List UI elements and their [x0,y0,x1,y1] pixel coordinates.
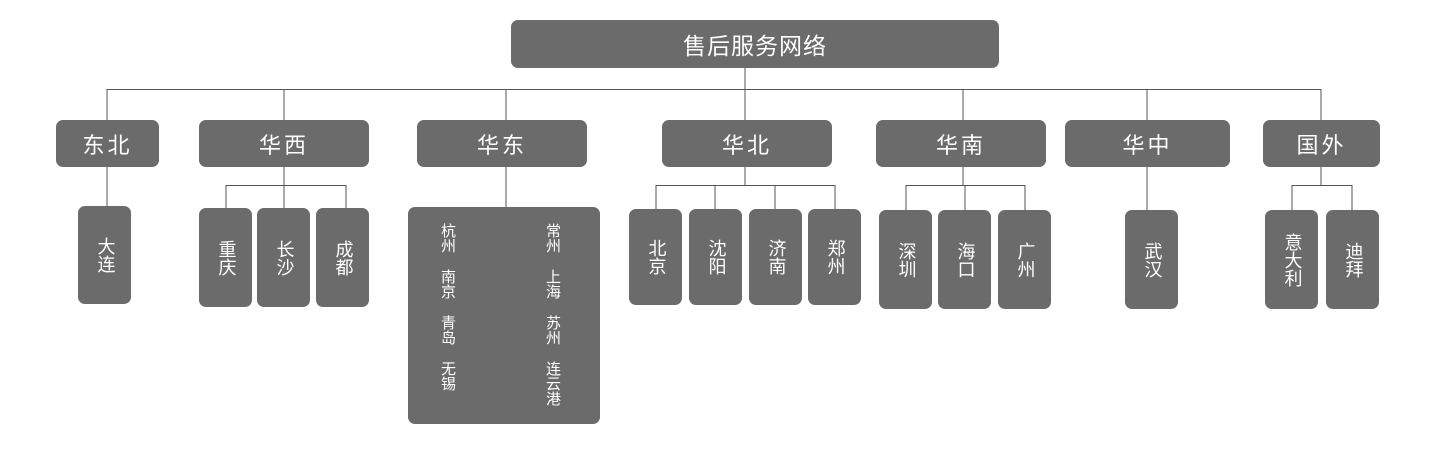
city-column-right: 常州 上海 苏州 连云港 [544,223,562,406]
city-node[interactable]: 深圳 [879,210,932,309]
city-node[interactable]: 重庆 [199,208,252,307]
city-node[interactable]: 北京 [629,209,682,305]
city-label: 杭州 [439,223,457,253]
city-group-huadong[interactable]: 杭州 南京 青岛 无锡 常州 上海 苏州 连云港 [408,207,600,424]
root-node[interactable]: 售后服务网络 [511,20,999,68]
city-node[interactable]: 郑州 [808,209,861,305]
city-node[interactable]: 成都 [316,208,369,307]
city-label: 连云港 [544,361,562,406]
city-label: 苏州 [544,315,562,345]
city-node[interactable]: 意大利 [1265,210,1318,309]
city-node[interactable]: 济南 [749,209,802,305]
city-node[interactable]: 迪拜 [1326,210,1379,309]
city-label: 上海 [544,269,562,299]
city-label: 青岛 [439,315,457,345]
region-node-guowai[interactable]: 国外 [1263,120,1380,167]
region-node-huaxi[interactable]: 华西 [199,120,369,167]
city-column-left: 杭州 南京 青岛 无锡 [439,223,457,391]
region-node-huazhong[interactable]: 华中 [1065,120,1230,167]
region-node-huanan[interactable]: 华南 [876,120,1046,167]
region-node-huabei[interactable]: 华北 [662,120,832,167]
city-node[interactable]: 武汉 [1125,210,1178,309]
city-label: 南京 [439,269,457,299]
city-node[interactable]: 大连 [78,206,131,304]
city-node[interactable]: 海口 [938,210,991,309]
region-node-huadong[interactable]: 华东 [417,120,587,167]
city-label: 无锡 [439,361,457,391]
city-label: 常州 [544,223,562,253]
region-node-dongbei[interactable]: 东北 [56,120,159,167]
city-node[interactable]: 沈阳 [689,209,742,305]
city-node[interactable]: 长沙 [257,208,310,307]
city-node[interactable]: 广州 [998,210,1051,309]
